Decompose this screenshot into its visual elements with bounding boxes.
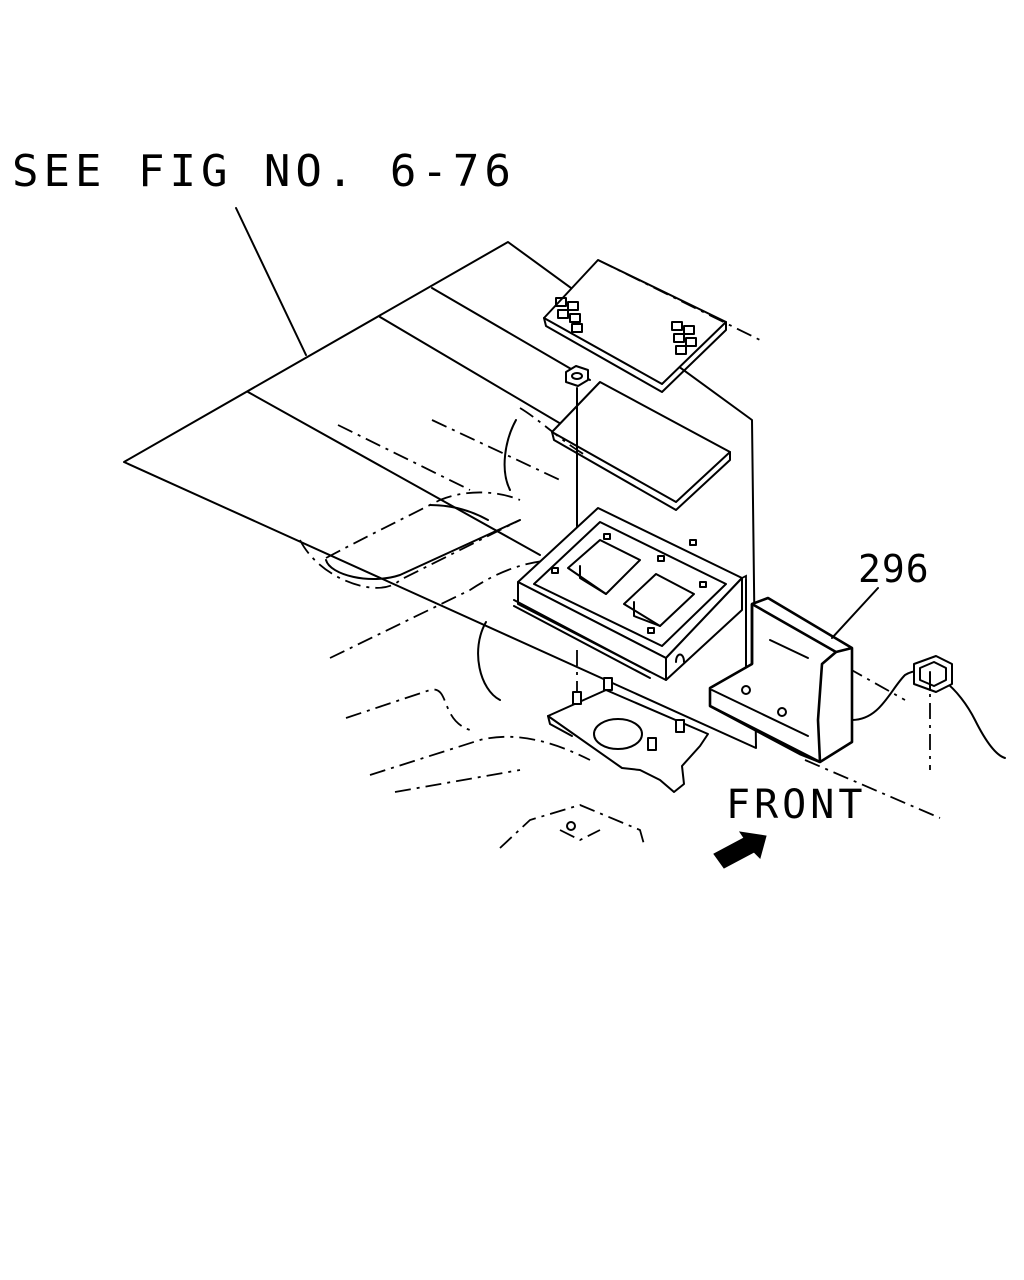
nut	[565, 365, 589, 387]
stud-3	[675, 719, 685, 733]
relay-box-body	[513, 507, 743, 681]
front-arrow-icon	[713, 831, 767, 869]
stud-4	[647, 737, 657, 751]
cover-terminal-left	[555, 297, 583, 333]
relay-box-cover	[543, 259, 761, 393]
part-number-label: 296	[858, 547, 930, 591]
clip-bracket	[913, 655, 953, 693]
part-296-block	[708, 596, 854, 764]
body-contour-lines	[299, 407, 941, 849]
part-296-leader-line	[831, 587, 879, 639]
front-label: FRONT	[726, 782, 867, 828]
relay-socket-right	[623, 573, 695, 627]
see-fig-label: SEE FIG NO. 6-76	[12, 146, 516, 197]
stud-1	[572, 691, 582, 705]
see-fig-leader-line	[235, 207, 307, 356]
stud-2	[603, 677, 613, 691]
cover-terminal-right	[671, 321, 697, 355]
relay-box-plate	[551, 381, 731, 511]
relay-socket-left	[567, 539, 641, 595]
mounting-bracket	[547, 677, 709, 793]
